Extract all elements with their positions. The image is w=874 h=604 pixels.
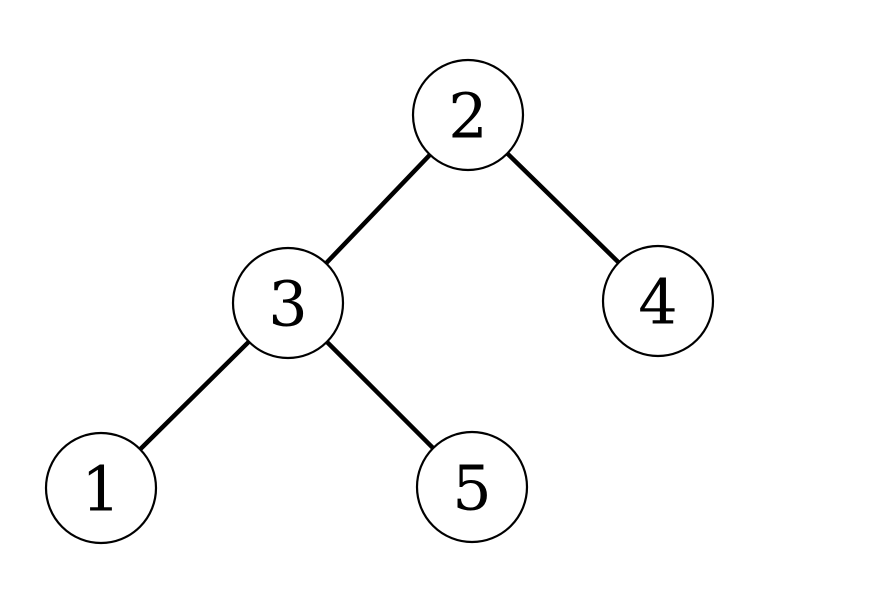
tree-node-label-1: 1 [81, 452, 120, 525]
tree-node-circle-5 [415, 430, 529, 544]
tree-node-circle-2 [411, 58, 525, 172]
tree-node-5: 5 [415, 430, 529, 544]
tree-node-1: 1 [44, 431, 158, 545]
tree-node-label-3: 3 [268, 267, 307, 340]
tree-node-3: 3 [231, 246, 345, 360]
tree-node-label-4: 4 [638, 265, 677, 338]
tree-node-2: 2 [411, 58, 525, 172]
nodes-layer: 2 3 4 1 5 [44, 58, 715, 545]
tree-node-circle-3 [231, 246, 345, 360]
tree-node-4: 4 [601, 244, 715, 358]
tree-node-circle-1 [44, 431, 158, 545]
edges-layer [99, 113, 660, 490]
tree-node-label-5: 5 [452, 451, 491, 524]
tree-node-circle-4 [601, 244, 715, 358]
tree-node-label-2: 2 [448, 79, 487, 152]
